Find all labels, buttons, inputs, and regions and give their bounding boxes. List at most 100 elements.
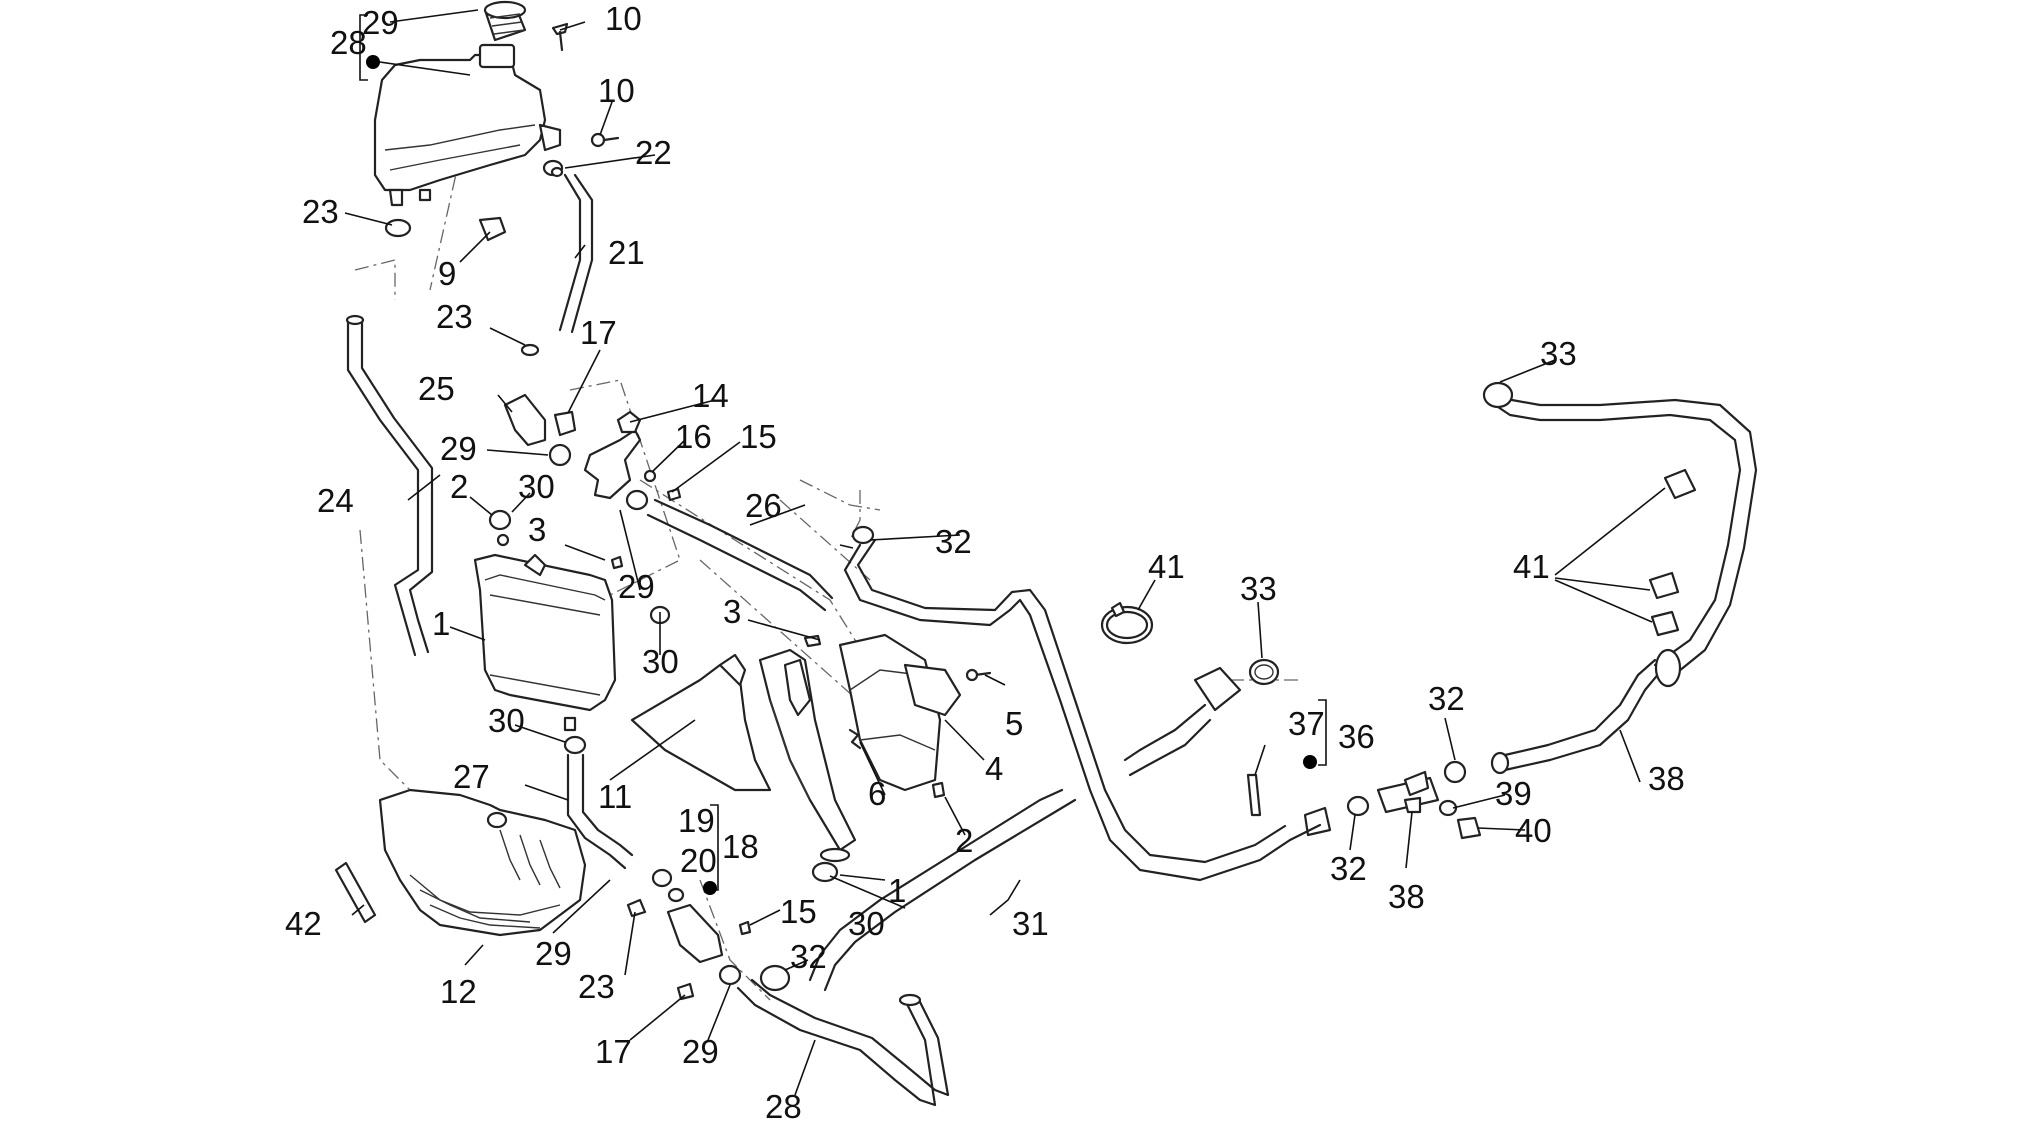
leader-lines (344, 9, 1666, 1096)
callout-32-top: 32 (935, 523, 972, 560)
callout-3-mid: 3 (723, 593, 741, 630)
callout-18: 18 (722, 828, 759, 865)
valve-14 (583, 410, 642, 500)
callout-labels: 29 28 10 10 22 23 9 21 23 17 25 14 16 15… (285, 0, 1685, 1121)
radiator (473, 509, 624, 732)
callout-9: 9 (438, 255, 456, 292)
callout-23-lower: 23 (578, 968, 615, 1005)
callout-16: 16 (675, 418, 712, 455)
callout-1-right: 1 (888, 872, 906, 909)
callout-25: 25 (418, 370, 455, 407)
hose-21 (520, 173, 594, 357)
fan-shroud-18 (758, 648, 857, 863)
clamp-33-top (1482, 381, 1514, 409)
lower-valve (626, 868, 791, 1001)
rod-42 (334, 861, 377, 924)
callout-40: 41 (1513, 548, 1550, 585)
callout-2-right: 2 (955, 822, 973, 859)
callout-6: 6 (868, 775, 886, 812)
kit-bracket-34 (1303, 699, 1327, 769)
elbow-25 (503, 393, 547, 447)
callout-29-b: 29 (618, 568, 655, 605)
callout-15-top: 15 (740, 418, 777, 455)
callout-17-lower: 17 (595, 1033, 632, 1070)
callout-37: 38 (1388, 878, 1425, 915)
callout-30-a: 30 (518, 468, 555, 505)
callout-22: 22 (635, 134, 672, 171)
kit-bracket-7 (359, 14, 380, 81)
callout-29-c: 29 (535, 935, 572, 972)
callout-23-mid: 23 (436, 298, 473, 335)
callout-8: 29 (362, 4, 399, 41)
kit-bracket-19-20 (703, 804, 719, 895)
callout-2-top: 2 (450, 468, 468, 505)
callout-24: 24 (317, 482, 354, 519)
clamp-22 (542, 159, 564, 178)
tank-cap (483, 0, 527, 42)
tee-37 (1346, 760, 1467, 817)
callout-38: 39 (1495, 775, 1532, 812)
clamp-30-lower (563, 605, 839, 883)
shroud-11 (630, 653, 772, 792)
callout-7: 28 (330, 24, 367, 61)
callout-14: 14 (692, 377, 729, 414)
screws-10 (551, 22, 620, 148)
callout-5: 5 (1005, 705, 1023, 742)
callout-19: 19 (678, 802, 715, 839)
callout-11: 11 (598, 778, 632, 815)
callout-32-lowleft: 32 (790, 938, 827, 975)
callout-4: 4 (985, 750, 1003, 787)
bracket-17-top (553, 410, 577, 437)
small-parts-3-5-6 (803, 634, 992, 799)
callout-30-d: 30 (848, 905, 885, 942)
callout-3-left: 3 (528, 511, 546, 548)
callout-23-top: 23 (302, 193, 339, 230)
hose-27 (566, 753, 634, 870)
callout-39: 40 (1515, 812, 1552, 849)
callout-20: 20 (680, 842, 717, 879)
fan-4 (838, 633, 962, 792)
callout-32-lower: 32 (1330, 850, 1367, 887)
parts-15-16-top (643, 469, 682, 502)
callout-42: 42 (285, 905, 322, 942)
callout-33-top: 33 (1540, 335, 1577, 372)
callout-1-left: 1 (432, 605, 450, 642)
callout-27: 27 (453, 758, 490, 795)
clamp-33-mid (1248, 658, 1280, 686)
callout-10-top: 10 (605, 0, 642, 37)
callout-28: 28 (765, 1088, 802, 1121)
callout-21: 21 (608, 234, 645, 271)
callout-26: 26 (745, 487, 782, 524)
clips-40 (1648, 468, 1697, 637)
callout-15-lower: 15 (780, 893, 817, 930)
hose-28 (736, 978, 950, 1107)
callout-31: 31 (1012, 905, 1049, 942)
callout-41: 41 (1148, 548, 1185, 585)
parts-38-39 (1438, 799, 1482, 840)
callout-35: 37 (1288, 705, 1325, 742)
callout-33-mid: 33 (1240, 570, 1277, 607)
callout-36: 38 (1648, 760, 1685, 797)
callout-30-b: 30 (642, 643, 679, 680)
callout-29-d: 29 (682, 1033, 719, 1070)
expansion-tank (373, 43, 562, 207)
hose-24 (345, 314, 434, 657)
hose-26 (646, 498, 834, 612)
clamp-41 (1100, 601, 1154, 645)
callout-32-right: 32 (1428, 680, 1465, 717)
clamp-23-top (384, 218, 412, 238)
callout-10-mid: 10 (598, 72, 635, 109)
clamp-9 (478, 216, 507, 242)
part-35 (1246, 773, 1262, 817)
clamps-29-top (548, 443, 649, 511)
callout-29-a: 29 (440, 430, 477, 467)
callout-17-top: 17 (580, 314, 617, 351)
grille-12 (378, 788, 587, 937)
callout-34: 36 (1338, 718, 1375, 755)
hose-32-left (1288, 806, 1332, 842)
hose-31 (808, 525, 1292, 992)
callout-30-c: 30 (488, 702, 525, 739)
callout-12: 12 (440, 973, 477, 1010)
